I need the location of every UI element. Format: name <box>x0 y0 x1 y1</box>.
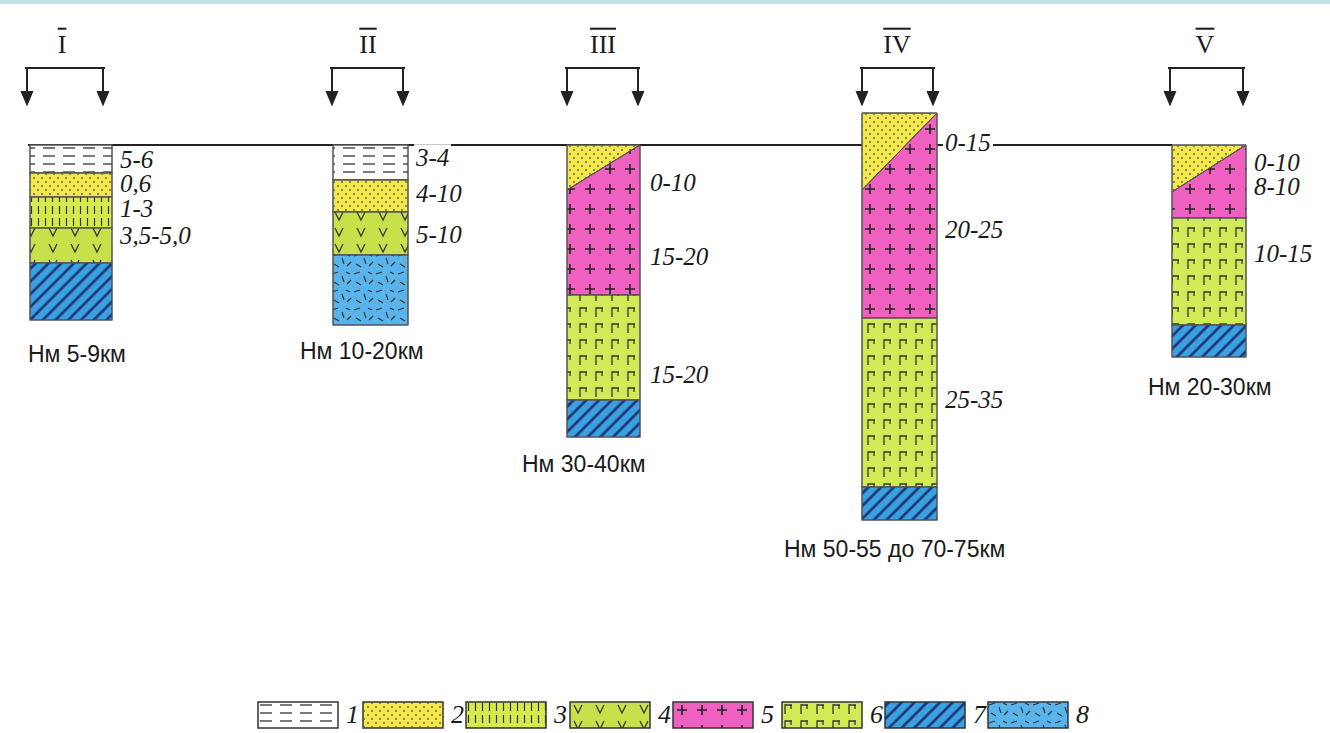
thickness-label: 0-10 <box>648 169 698 197</box>
legend-swatch <box>672 701 754 729</box>
thickness-label: 20-25 <box>943 216 1005 244</box>
legend-swatch <box>362 701 444 729</box>
legend-number: 4 <box>658 701 671 730</box>
legend-number: 8 <box>1076 701 1089 730</box>
section-number: V <box>1196 31 1215 60</box>
thickness-label: 1-3 <box>118 195 155 223</box>
legend-swatch <box>257 701 339 729</box>
moho-depth: Hм 5-9км <box>28 342 126 367</box>
legend-number: 7 <box>973 701 986 730</box>
legend-swatch <box>781 701 863 729</box>
legend-number: 6 <box>870 701 883 730</box>
thickness-label: 3-4 <box>414 144 451 172</box>
moho-depth: Hм 20-30км <box>1148 375 1272 400</box>
thickness-label: 8-10 <box>1252 173 1302 201</box>
legend-swatch <box>884 701 966 729</box>
section-number: I <box>58 31 67 60</box>
thickness-label: 25-35 <box>943 386 1005 414</box>
thickness-label: 15-20 <box>648 361 710 389</box>
moho-depth: Hм 10-20км <box>300 339 424 364</box>
section-number: IV <box>883 31 910 60</box>
legend-swatch <box>465 701 547 729</box>
legend-number: 3 <box>554 701 567 730</box>
thickness-label: 0-15 <box>943 129 993 157</box>
moho-depth: Hм 50-55 до 70-75км <box>784 537 1005 562</box>
thickness-label: 4-10 <box>414 180 464 208</box>
thickness-label: 0,6 <box>118 170 153 198</box>
thickness-label: 15-20 <box>648 243 710 271</box>
thickness-label: 3,5-5,0 <box>118 222 193 250</box>
thickness-label: 5-10 <box>414 221 464 249</box>
thickness-label: 10-15 <box>1252 240 1314 268</box>
legend-number: 2 <box>451 701 464 730</box>
moho-depth: Hм 30-40км <box>522 452 646 477</box>
section-number: II <box>359 31 376 60</box>
legend-swatch <box>987 701 1069 729</box>
legend-swatch <box>569 701 651 729</box>
legend-number: 5 <box>761 701 774 730</box>
legend-number: 1 <box>346 701 359 730</box>
section-number: III <box>590 31 616 60</box>
